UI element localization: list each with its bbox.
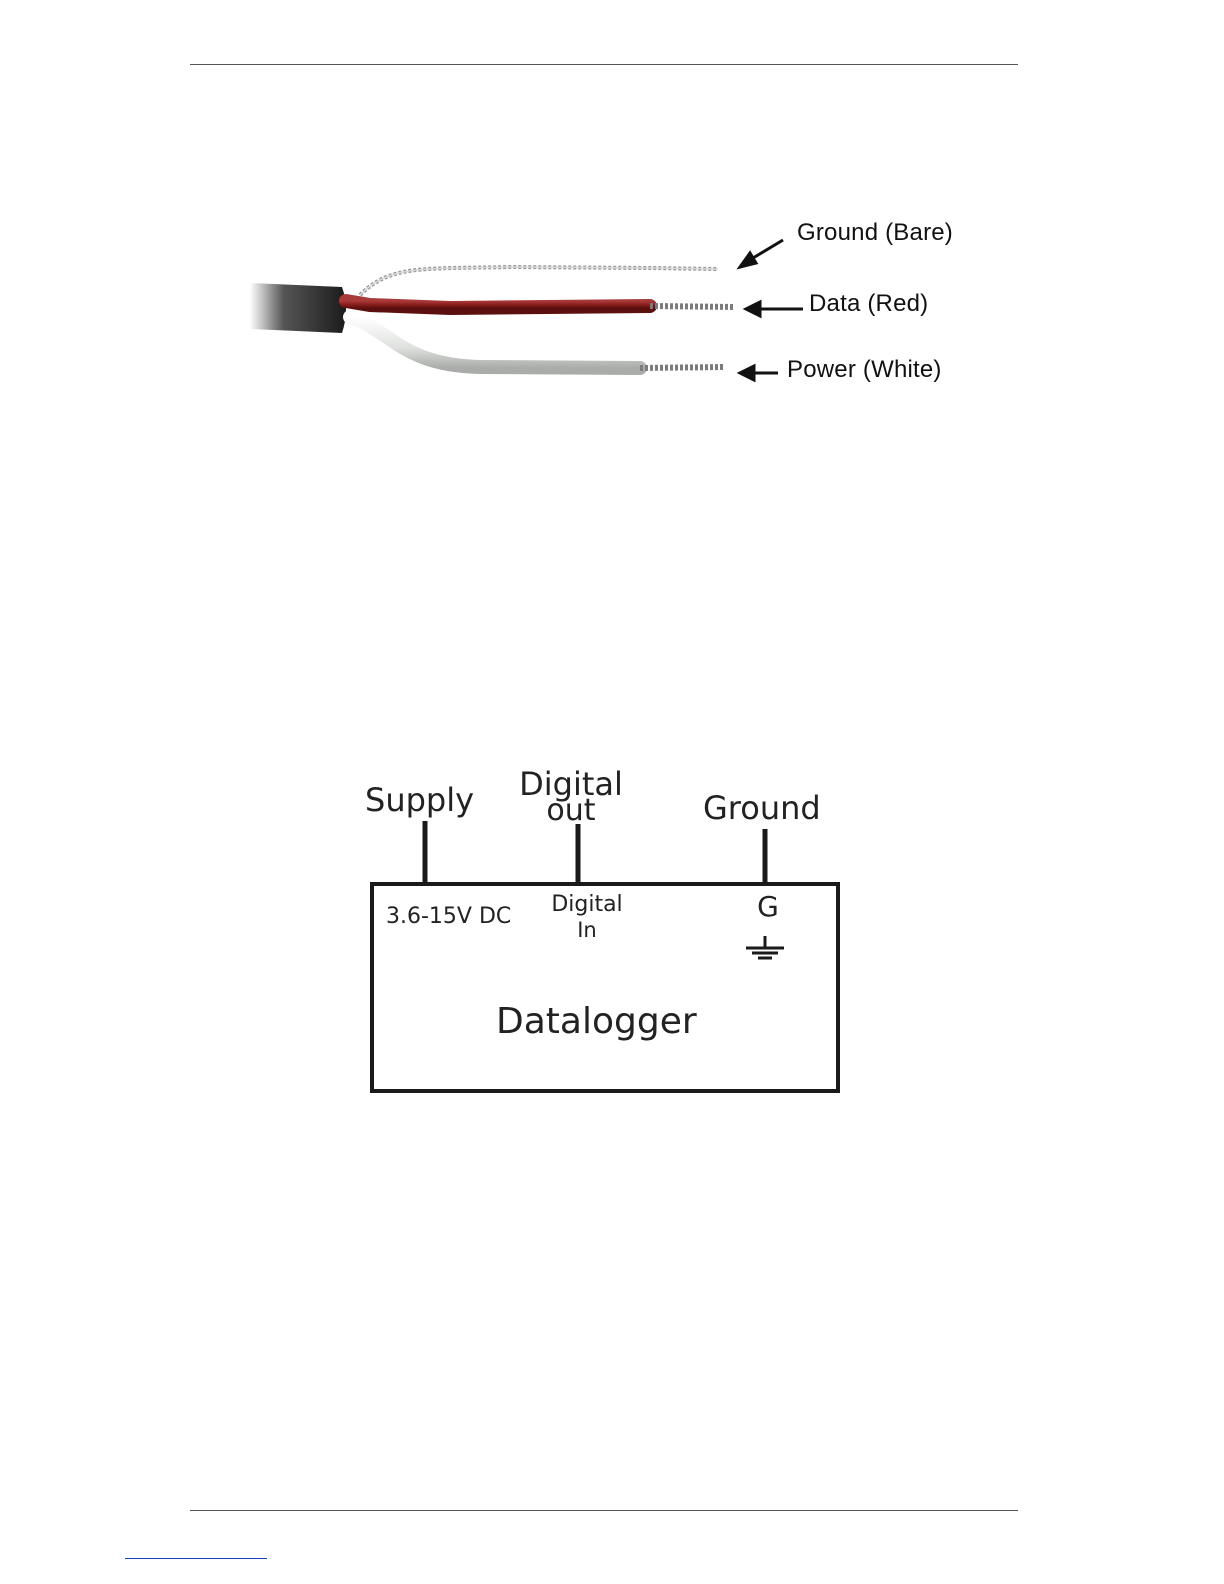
footer-rule xyxy=(190,1510,1018,1511)
data-label: Data (Red) xyxy=(809,290,928,318)
ground-wire xyxy=(360,267,718,295)
ground-terminal-label: Ground xyxy=(703,792,821,824)
digital-in-label-line1: Digital xyxy=(543,894,631,916)
datalogger-label: Datalogger xyxy=(496,1004,697,1040)
footer-link-underline xyxy=(125,1558,267,1559)
g-terminal-label: G xyxy=(750,893,786,921)
data-arrow xyxy=(746,302,803,316)
voltage-label: 3.6-15V DC xyxy=(386,906,511,928)
data-wire xyxy=(346,301,650,308)
power-label: Power (White) xyxy=(787,356,942,384)
power-arrow xyxy=(740,366,778,380)
header-rule xyxy=(190,64,1018,65)
power-wire xyxy=(350,317,640,368)
ground-arrow xyxy=(740,240,783,267)
supply-label: Supply xyxy=(365,784,474,816)
ground-label: Ground (Bare) xyxy=(797,219,953,247)
digital-out-label-line2: out xyxy=(513,796,629,826)
digital-in-label-line2: In xyxy=(543,920,631,941)
ground-symbol-icon xyxy=(746,936,784,958)
cable-jacket xyxy=(250,283,346,333)
